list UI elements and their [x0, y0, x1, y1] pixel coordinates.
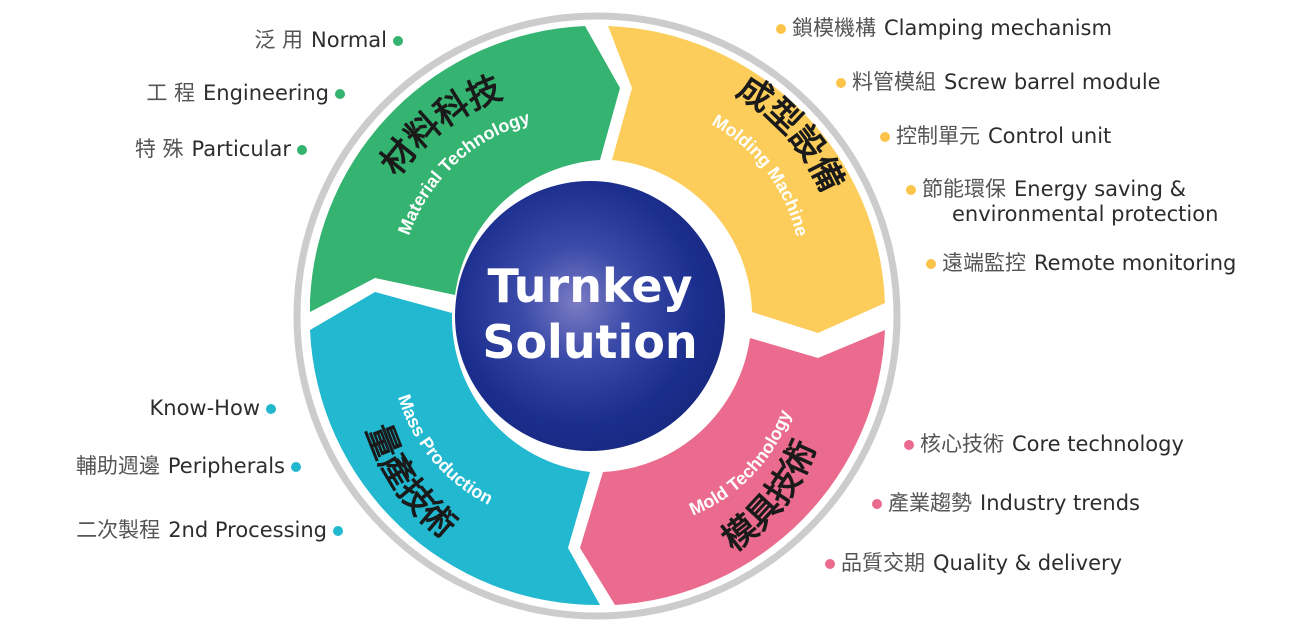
item-zh: 特 殊: [134, 137, 184, 161]
bullet-dot-icon: [297, 145, 307, 155]
bullet-dot-icon: [836, 78, 846, 88]
segment-material-technology[interactable]: [310, 26, 620, 312]
item-en: Normal: [311, 28, 387, 52]
item-zh: 核心技術: [920, 432, 1004, 456]
bullet-dot-icon: [880, 132, 890, 142]
item-zh: 二次製程: [76, 518, 161, 542]
segment-mass-production[interactable]: [310, 292, 600, 606]
bullet-dot-icon: [335, 89, 345, 99]
bullet-dot-icon: [393, 36, 403, 46]
item-en: Peripherals: [167, 454, 285, 478]
item-en: Clamping mechanism: [884, 16, 1112, 40]
center-title-line2: Solution: [482, 315, 697, 369]
outer-ring: [293, 12, 901, 620]
item-en: Know-How: [149, 396, 261, 420]
bullet-dot-icon: [291, 462, 301, 472]
item-zh: 節能環保: [922, 177, 1006, 201]
item-en: Particular: [191, 137, 291, 161]
molding-item-screw-barrel: 料管模組 Screw barrel module: [836, 70, 1161, 95]
bullet-dot-icon: [266, 404, 276, 414]
mass-item-2nd-processing: 二次製程 2nd Processing: [76, 518, 343, 543]
material-item-particular: 特 殊 Particular: [135, 137, 307, 162]
molding-item-remote-monitoring: 遠端監控 Remote monitoring: [926, 251, 1236, 276]
molding-item-clamping: 鎖模機構 Clamping mechanism: [776, 16, 1112, 41]
item-en: Remote monitoring: [1034, 251, 1237, 275]
item-zh: 鎖模機構: [792, 16, 876, 40]
item-en: Energy saving &: [1014, 177, 1186, 201]
mold-item-quality-delivery: 品質交期 Quality & delivery: [825, 551, 1122, 576]
item-en: Quality & delivery: [933, 551, 1123, 575]
bullet-dot-icon: [333, 526, 343, 536]
item-zh: 控制單元: [896, 124, 980, 148]
item-en: 2nd Processing: [168, 518, 327, 542]
molding-item-control-unit: 控制單元 Control unit: [880, 124, 1111, 149]
mass-item-peripherals: 輔助週邊 Peripherals: [76, 454, 301, 479]
bullet-dot-icon: [872, 499, 882, 509]
bullet-dot-icon: [904, 440, 914, 450]
item-en: Core technology: [1012, 432, 1184, 456]
item-zh: 輔助週邊: [75, 454, 160, 478]
segment-mold-technology[interactable]: [580, 330, 885, 605]
item-en: Industry trends: [980, 491, 1140, 515]
mold-item-core-technology: 核心技術 Core technology: [904, 432, 1184, 457]
item-zh: 產業趨勢: [888, 491, 972, 515]
item-zh: 遠端監控: [942, 251, 1026, 275]
item-en-line2: environmental protection: [952, 202, 1219, 227]
bullet-dot-icon: [926, 259, 936, 269]
center-circle[interactable]: [455, 181, 725, 451]
material-item-engineering: 工 程 Engineering: [146, 81, 345, 106]
item-zh: 工 程: [146, 81, 195, 105]
material-item-normal: 泛 用 Normal: [254, 28, 403, 53]
item-en: Screw barrel module: [944, 70, 1161, 94]
item-zh: 泛 用: [254, 28, 304, 52]
item-en: Control unit: [988, 124, 1112, 148]
item-zh: 品質交期: [841, 551, 925, 575]
mold-item-industry-trends: 產業趨勢 Industry trends: [872, 491, 1140, 516]
bullet-dot-icon: [776, 24, 786, 34]
mass-item-know-how: Know-How: [149, 396, 276, 421]
molding-item-energy-saving: 節能環保 Energy saving & environmental protec…: [906, 177, 1218, 227]
segment-molding-machine[interactable]: [608, 26, 885, 333]
center-title-line1: Turnkey: [487, 259, 692, 313]
item-zh: 料管模組: [852, 70, 936, 94]
bullet-dot-icon: [825, 559, 835, 569]
item-en: Engineering: [203, 81, 329, 105]
bullet-dot-icon: [906, 185, 916, 195]
